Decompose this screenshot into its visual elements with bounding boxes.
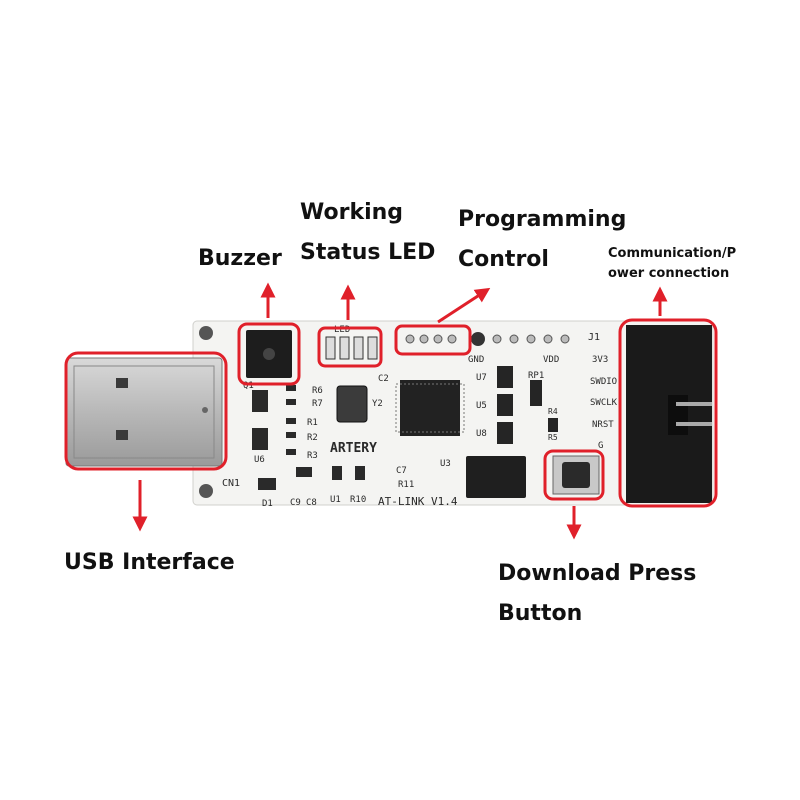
silk-ref: R2: [307, 433, 318, 443]
usb-rivet: [202, 407, 208, 413]
silk-pin-label: SWDIO: [590, 377, 617, 387]
silk-j1: J1: [588, 332, 600, 343]
silk-ref: R10: [350, 495, 366, 505]
silk-ref: RP1: [528, 371, 544, 381]
programming-control-label: Programming Control: [458, 207, 627, 273]
usb-slot-bottom: [116, 430, 128, 440]
silk-ref: U8: [476, 429, 487, 439]
working-status-led-label: Working Status LED: [300, 200, 436, 266]
silk-ref: Y2: [372, 399, 383, 409]
silk-vdd: VDD: [543, 355, 559, 365]
silk-pin-label: G: [598, 441, 603, 451]
programming-control-line2: Control: [458, 247, 549, 273]
mcu-chip: [395, 380, 465, 436]
usb-highlight-box: [64, 351, 228, 471]
programming-header-pads: [405, 334, 570, 344]
silk-pin-label: 3V3: [592, 355, 608, 365]
download-button-component: [552, 455, 600, 495]
buzzer-hole: [263, 348, 275, 360]
silk-ref: U3: [440, 459, 451, 469]
silk-ref: R5: [548, 433, 558, 442]
mount-hole-top-mid: [471, 332, 485, 346]
silk-ref: R3: [307, 451, 318, 461]
status-leds: [325, 336, 378, 360]
silk-ref: U6: [254, 455, 265, 465]
swd-connector: [626, 325, 712, 503]
silk-pin-label: SWCLK: [590, 398, 618, 408]
crystal-y2: [336, 385, 368, 423]
comm-power-line1: Communication/P: [608, 246, 737, 261]
silk-ref: C2: [378, 374, 389, 384]
silk-ref: R11: [398, 480, 414, 490]
mount-hole-top-left: [199, 326, 213, 340]
working-status-led-line2: Status LED: [300, 240, 436, 266]
silk-ref: Q1: [243, 381, 254, 391]
download-press-line2: Button: [498, 601, 583, 627]
silk-ref: D1: [262, 499, 273, 509]
silk-ref: R1: [307, 418, 318, 428]
silk-ref: R4: [548, 407, 558, 416]
comm-power-line2: ower connection: [608, 265, 730, 281]
silk-ref: R6: [312, 386, 323, 396]
silk-ref: U1: [330, 495, 341, 505]
smd-ics-right: [497, 366, 558, 444]
buzzer-label: Buzzer: [198, 246, 282, 271]
programming-highlight-box: [394, 324, 472, 356]
silk-model: AT-LINK V1.4: [378, 495, 458, 508]
working-status-led-line1: Working: [300, 200, 404, 225]
silk-cn1: CN1: [222, 478, 240, 489]
silk-pin-labels: 3V3 SWDIO SWCLK NRST G: [590, 355, 618, 451]
silk-ref: U7: [476, 373, 487, 383]
download-press-label: Download Press Button: [498, 561, 697, 627]
download-press-line1: Download Press: [498, 561, 697, 586]
led-highlight-box: [317, 326, 383, 368]
flash-chip-u3: [466, 456, 526, 498]
silk-ref: R7: [312, 399, 323, 409]
button-highlight-box: [543, 449, 605, 501]
usb-plug: [65, 357, 223, 467]
silk-ref: C8: [306, 498, 317, 508]
usb-plug-inner: [73, 365, 215, 459]
mount-hole-bottom-left: [199, 484, 213, 498]
silk-pin-label: NRST: [592, 420, 614, 430]
silk-ref: C7: [396, 466, 407, 476]
silk-ref-labels: R6 R7 R1 R2 R3 Y2 U7 U5 U8 RP1 R4 R5 U3 …: [243, 371, 558, 509]
silk-ref: C9: [290, 498, 301, 508]
comm-power-label: Communication/P ower connection: [608, 244, 736, 283]
silk-led: LED: [334, 325, 350, 335]
usb-slot-top: [116, 378, 128, 388]
usb-interface-label: USB Interface: [64, 550, 235, 575]
silk-brand: ARTERY: [330, 441, 377, 456]
smd-components-left: [252, 385, 365, 490]
connector-highlight-box: [618, 318, 718, 508]
silk-gnd: GND: [468, 355, 484, 365]
silk-ref: U5: [476, 401, 487, 411]
programming-arrow: [437, 287, 491, 324]
buzzer-highlight-box: [237, 322, 301, 386]
programming-control-line1: Programming: [458, 207, 627, 232]
